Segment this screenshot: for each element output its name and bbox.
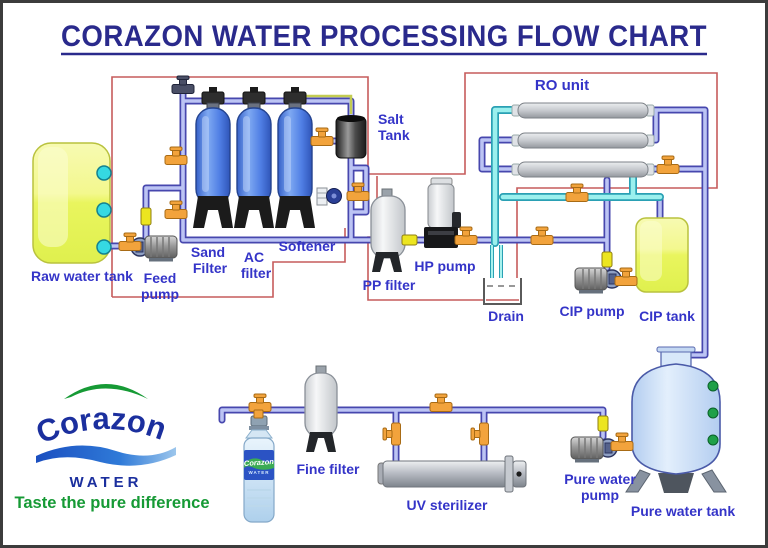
brine-injector [316,187,342,206]
pp-filter [370,188,406,272]
hp-pump [424,177,461,248]
pipes-cyan [490,106,664,281]
label-pure-water-tank: Pure water tank [631,503,735,519]
label-hp-pump: HP pump [414,258,475,274]
pretreatment-box [111,76,369,297]
tank-port-icon [707,434,719,446]
valves [118,75,680,451]
flow-meter-icon [401,234,418,246]
tank-port-icon [96,165,112,181]
label-raw-water-tank: Raw water tank [31,268,133,284]
logo-water-text: WATER [69,474,142,491]
logo-tagline-text: Taste the pure difference [15,494,210,512]
label-pure-water-pump: Pure water [564,471,636,487]
water-bottle: Corazon WATER [243,415,275,523]
label-feed-pump: pump [141,286,179,302]
flow-meters [140,207,613,432]
tap-spout-icon [253,409,264,419]
salt-tank [335,115,367,159]
label-sand-filter: Filter [193,260,228,276]
pure-water-tank [625,346,727,493]
flow-meter-icon [140,207,152,226]
chart-title: CORAZON WATER PROCESSING FLOW CHART [61,20,707,56]
uv-sterilizer [377,455,527,493]
ro-membrane-tube [511,102,655,119]
label-cip-tank: CIP tank [639,308,695,324]
bottle-brand-text: Corazon [244,457,275,468]
tank-port-icon [96,202,112,218]
fine-filter [304,365,338,452]
label-sand-filter: Sand [191,244,225,260]
tank-port-icon [707,407,719,419]
raw-water-tank [32,142,112,264]
cip-tank [635,217,689,293]
label-softener: Softener [279,238,336,254]
brine-line [305,94,353,114]
ro-membrane-tube [511,161,655,178]
logo-wave-icon [36,445,176,466]
label-feed-pump: Feed [144,270,177,286]
label-ro-unit: RO unit [535,77,589,94]
logo-arc-icon [64,384,148,399]
drain [483,278,522,305]
label-cip-pump: CIP pump [559,303,624,319]
label-pp-filter: PP filter [363,277,416,293]
tank-port-icon [96,239,112,255]
label-drain: Drain [488,308,524,324]
tank-port-icon [707,380,719,392]
label-uv-sterilizer: UV sterilizer [407,497,488,513]
label-ac-filter: filter [241,265,272,281]
component-labels: Raw water tank Feed pump Sand Filter AC … [31,77,735,519]
page-title: CORAZON WATER PROCESSING FLOW CHART [61,20,707,53]
label-fine-filter: Fine filter [296,461,360,477]
pretreatment-box-bottom [112,228,346,298]
bottle-sub-text: WATER [249,470,270,475]
flow-meter-icon [601,251,613,268]
flow-meter-icon [597,415,609,432]
ro-membranes [511,102,655,178]
label-salt-tank: Tank [378,127,410,143]
label-ac-filter: AC [244,249,264,265]
ro-membrane-tube [511,132,655,149]
label-pure-water-pump: pump [581,487,619,503]
label-salt-tank: Salt [378,111,404,127]
